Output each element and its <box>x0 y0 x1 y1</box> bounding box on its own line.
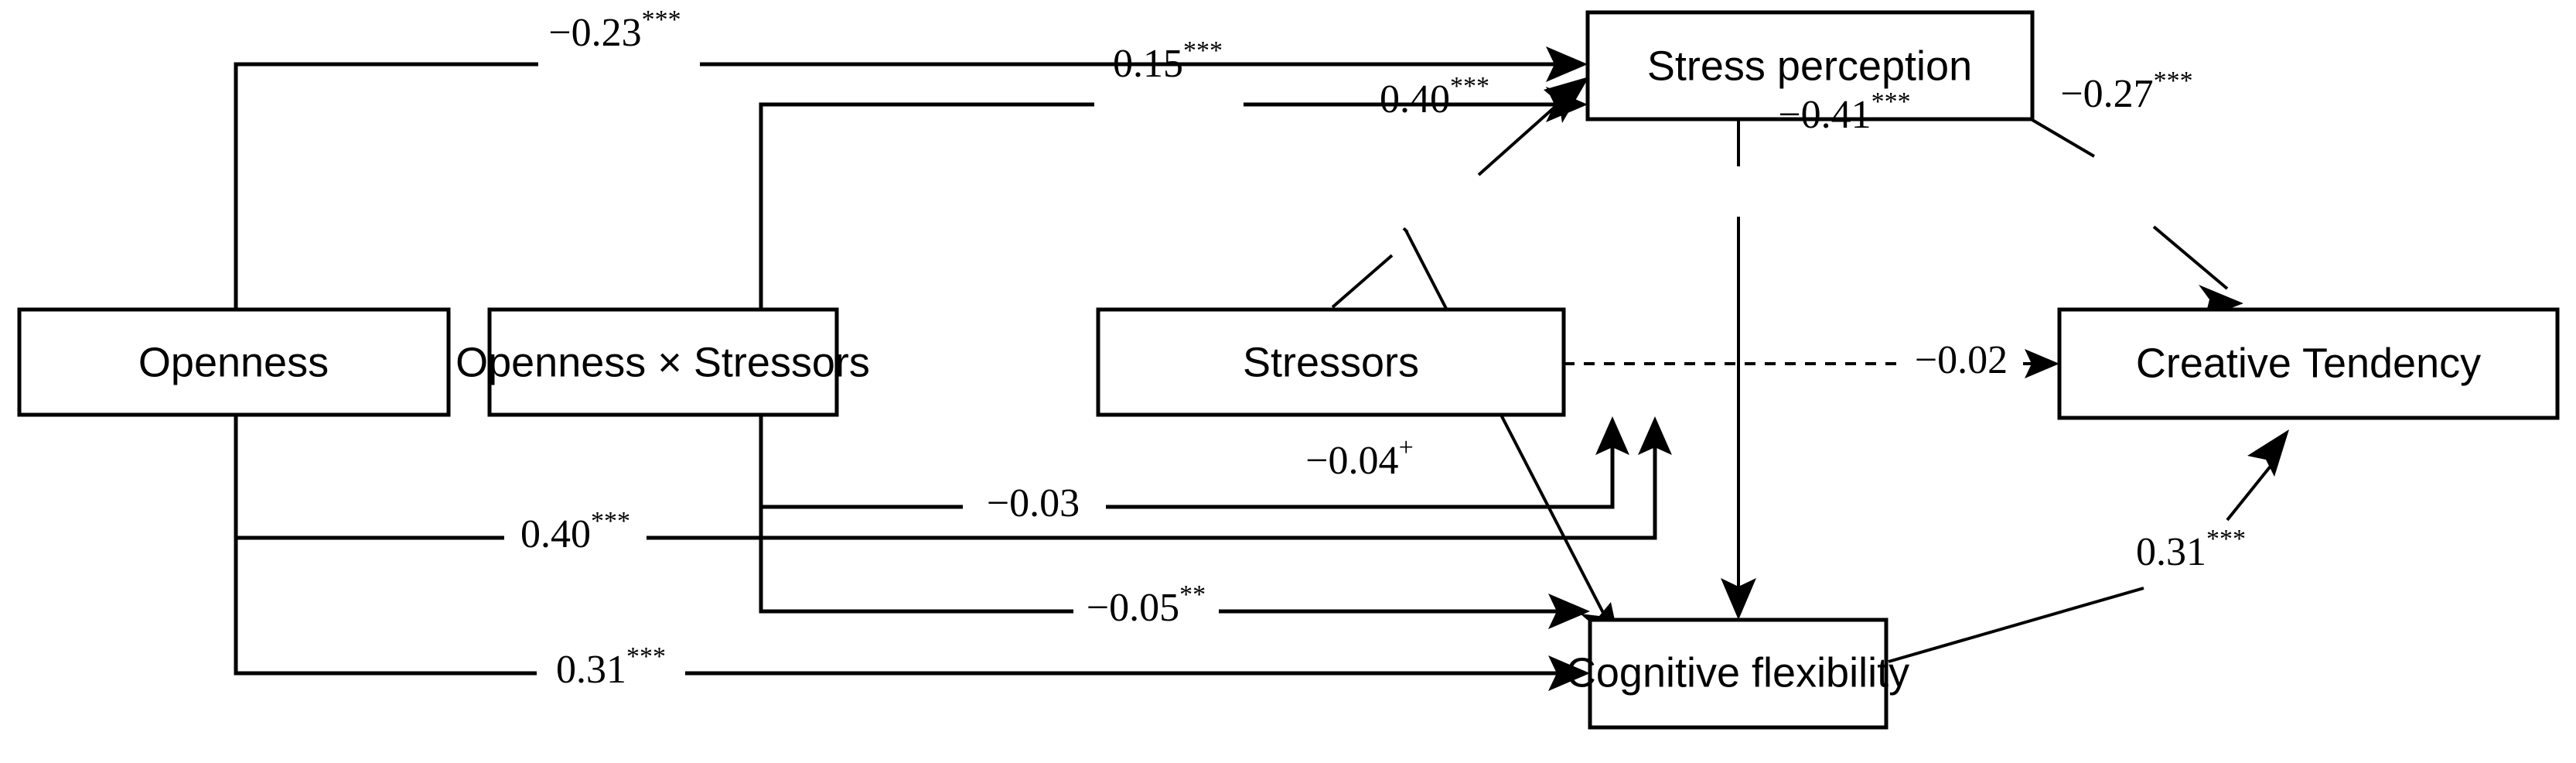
coef-label-e11: 0.31*** <box>556 642 666 692</box>
arrow-head-e6 <box>2025 349 2059 378</box>
node-creative-tendency-label: Creative Tendency <box>2136 340 2481 386</box>
coef-label-e2: 0.15*** <box>1113 36 1223 86</box>
edge-e1-left-segment <box>234 62 538 415</box>
coef-label-e10: −0.05** <box>1087 580 1206 630</box>
node-stress-perception[interactable]: Stress perception <box>1585 10 2035 121</box>
edge-openness-to-stressors <box>236 416 1672 540</box>
arrow-head-e10 <box>1548 594 1590 629</box>
edge-e9-right-segment <box>647 441 1657 540</box>
edge-e7-left-segment <box>759 415 963 509</box>
coef-label-e1: −0.23*** <box>548 5 681 55</box>
edge-e11-left-segment <box>234 415 537 676</box>
coef-label-e7: −0.03 <box>987 481 1080 525</box>
node-openness-box[interactable] <box>17 307 451 417</box>
node-stressors-box[interactable] <box>1096 307 1566 417</box>
edge-stress-perception-to-creative-tendency <box>2031 118 2243 318</box>
edge-oxs-to-stressors <box>759 415 1629 509</box>
coef-label-e9: 0.40*** <box>520 507 630 556</box>
node-openness-x-stressors[interactable]: Openness × Stressors <box>455 307 870 417</box>
node-openness-label: Openness <box>138 339 329 385</box>
node-stressors-label: Stressors <box>1243 339 1419 385</box>
coef-label-e5: −0.27*** <box>2060 67 2192 116</box>
edge-cognitive-flexibility-to-creative-tendency <box>1888 429 2289 663</box>
edge-e7-right-segment <box>1106 441 1615 509</box>
edge-e10-left-segment <box>759 415 1073 614</box>
node-cognitive-flexibility-label: Cognitive flexibility <box>1566 649 1909 696</box>
node-stress-perception-box[interactable] <box>1585 10 2035 121</box>
node-openness[interactable]: Openness <box>17 307 451 417</box>
arrow-head-e11 <box>1548 655 1590 691</box>
node-stressors[interactable]: Stressors <box>1096 307 1566 417</box>
arrow-head-e7 <box>1595 416 1629 455</box>
node-cognitive-flexibility[interactable]: Cognitive flexibility <box>1566 618 1909 730</box>
arrow-head-e12 <box>2247 429 2289 477</box>
coef-label-e4: −0.41*** <box>1778 87 1910 137</box>
coef-label-e3: 0.40*** <box>1380 72 1489 121</box>
edge-openness-to-stress-perception <box>234 46 1588 415</box>
coef-label-e8: −0.04+ <box>1305 433 1414 483</box>
node-creative-tendency[interactable]: Creative Tendency <box>2057 307 2560 420</box>
edge-e5-upper-segment <box>2031 118 2096 158</box>
coef-label-e12: 0.31*** <box>2136 525 2246 574</box>
edge-stressors-to-cognitive-flexibility <box>1402 227 1621 648</box>
node-openness-x-stressors-box[interactable] <box>487 307 839 417</box>
arrow-head-e1 <box>1546 46 1588 82</box>
edge-e2-left-segment <box>759 102 1094 310</box>
edge-stressors-to-creative-tendency <box>1564 349 2059 378</box>
node-openness-x-stressors-label: Openness × Stressors <box>455 339 870 385</box>
node-creative-tendency-box[interactable] <box>2057 307 2560 420</box>
edge-e12-lower-segment <box>1888 587 2144 663</box>
edge-openness-to-cognitive-flexibility <box>234 415 1590 691</box>
edge-stress-perception-to-cognitive-flexibility <box>1721 119 1756 620</box>
arrow-head-e9 <box>1638 416 1672 455</box>
node-cognitive-flexibility-box[interactable] <box>1588 618 1888 730</box>
arrow-head-e4 <box>1721 578 1756 620</box>
edge-stressors-to-stress-perception <box>1331 77 1589 309</box>
edge-oxs-to-cognitive-flexibility <box>759 415 1590 629</box>
arrow-head-e3 <box>1544 77 1589 123</box>
edge-e3-lower-segment <box>1331 254 1394 309</box>
node-stress-perception-label: Stress perception <box>1647 43 1972 89</box>
edge-oxs-to-stress-perception <box>759 87 1588 310</box>
edge-e8-main-segment <box>1404 230 1615 633</box>
edge-e5-lower-segment <box>2152 225 2229 290</box>
coef-label-e6: −0.02 <box>1915 338 2008 382</box>
